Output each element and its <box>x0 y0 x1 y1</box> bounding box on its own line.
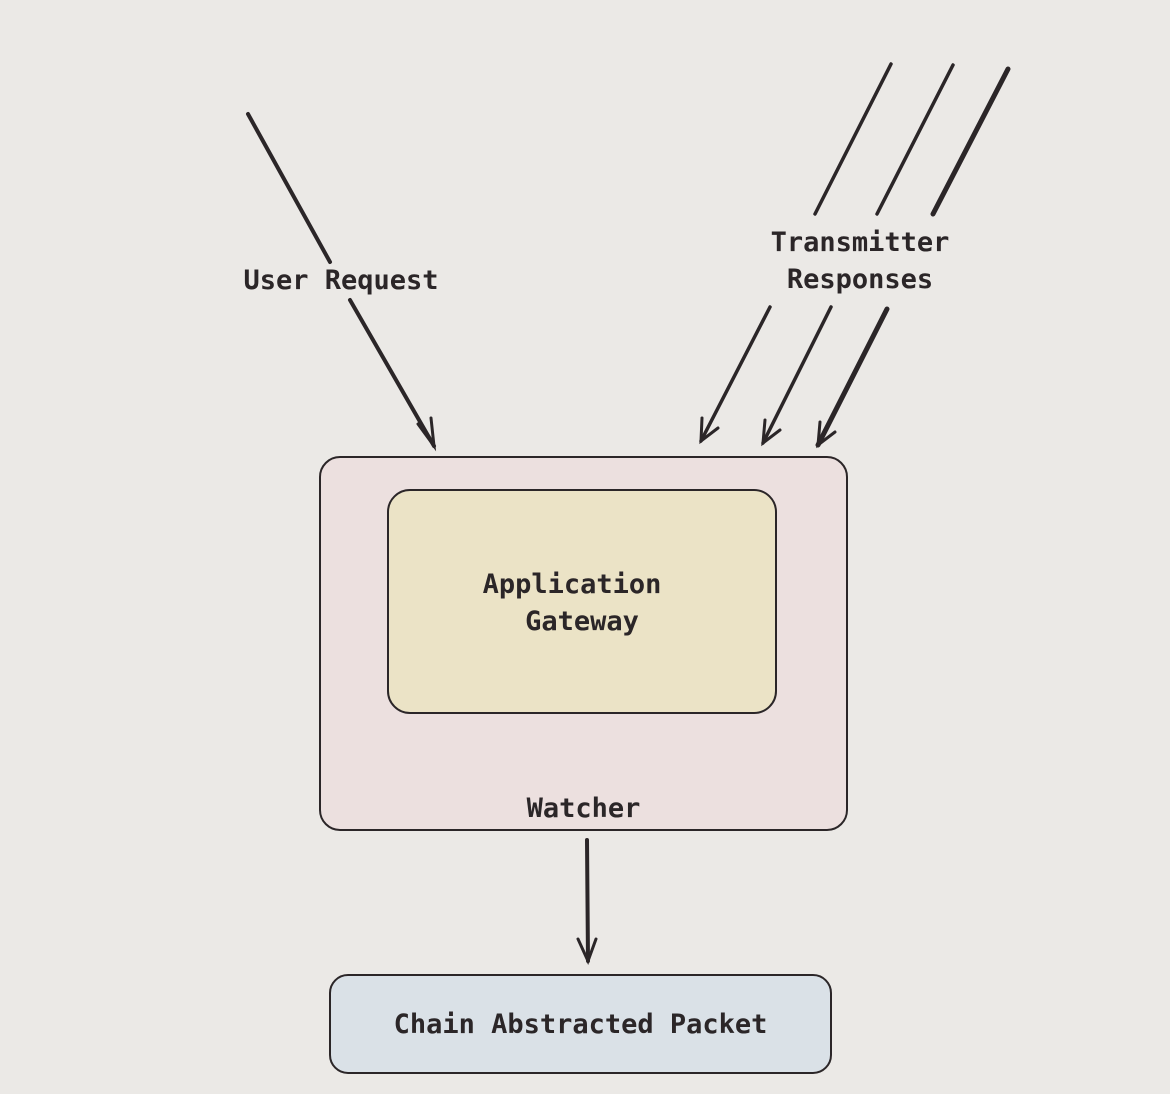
gateway-label: Application Gateway <box>388 566 776 640</box>
transmitter-arrow-3 <box>815 66 1011 449</box>
packet-box <box>329 974 832 1074</box>
user-request-label: User Request <box>243 265 439 296</box>
transmitter-arrow-1 <box>699 62 893 445</box>
watcher-to-packet-arrow <box>576 838 598 965</box>
gateway-label-line1: Application <box>482 569 662 600</box>
transmitter-label-line1: Transmitter <box>770 227 950 258</box>
packet-label: Chain Abstracted Packet <box>393 1009 768 1040</box>
transmitter-label-line2: Responses <box>786 264 934 295</box>
transmitter-responses-label: Transmitter Responses <box>740 224 980 298</box>
user-request-arrow <box>246 112 437 452</box>
gateway-box <box>387 489 777 714</box>
gateway-label-line2: Gateway <box>525 606 639 637</box>
watcher-label: Watcher <box>526 793 641 824</box>
transmitter-arrow-2 <box>761 63 955 447</box>
